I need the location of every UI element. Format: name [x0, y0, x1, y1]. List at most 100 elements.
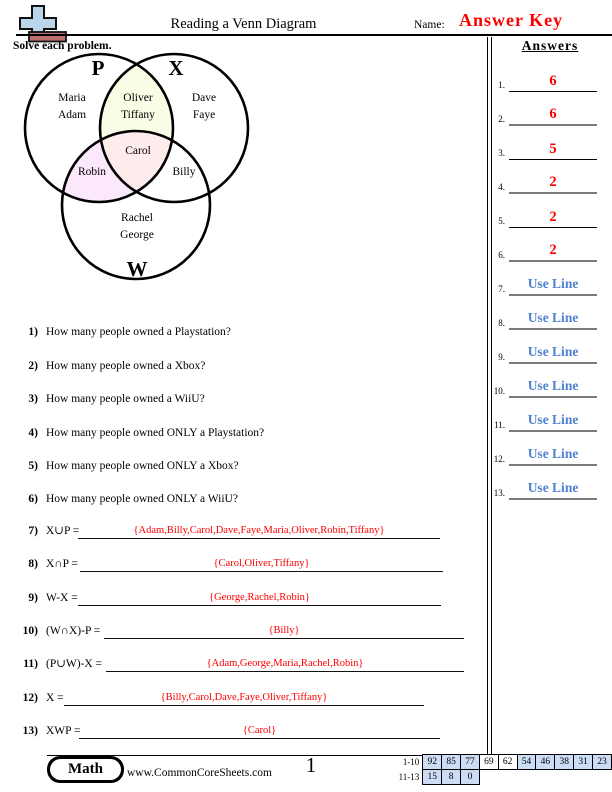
question-number: 8): [28, 558, 38, 570]
set-label-p: P: [92, 56, 105, 80]
answer-line: 2: [509, 172, 597, 194]
score-row-2: 11-13 15 8 0: [396, 769, 612, 785]
name-pw: Robin: [78, 166, 106, 178]
name-w-only-2: George: [120, 229, 154, 241]
answer-blank: {Adam,Billy,Carol,Dave,Faye,Maria,Oliver…: [78, 524, 440, 539]
answer-number: 12.: [493, 454, 505, 464]
score-cell: 85: [441, 754, 462, 770]
plus-minus-logo-icon: [19, 5, 67, 43]
answer-line: 6: [509, 104, 597, 126]
instruction-text: Solve each problem.: [13, 40, 112, 52]
score-cell: 8: [441, 769, 462, 785]
header-divider: [16, 34, 612, 36]
venn-shaded-regions: [62, 54, 173, 202]
set-expression: X∩P =: [46, 558, 78, 570]
question-row-5: 5) How many people owned ONLY a Xbox?: [0, 460, 480, 476]
set-question-row-7: 7) X∪P = {Adam,Billy,Carol,Dave,Faye,Mar…: [0, 520, 487, 539]
question-number: 9): [28, 592, 38, 604]
set-expression: X =: [46, 692, 64, 704]
set-expression: X∪P =: [46, 525, 80, 537]
score-cell: 54: [516, 754, 537, 770]
question-row-6: 6) How many people owned ONLY a WiiU?: [0, 493, 480, 509]
score-cell: 77: [460, 754, 480, 770]
question-number: 12): [22, 692, 38, 704]
answer-number: 13.: [493, 488, 505, 498]
circle-w: [60, 129, 212, 281]
answer-blank: {Billy}: [104, 624, 464, 639]
set-question-row-9: 9) W-X = {George,Rachel,Robin}: [0, 587, 487, 606]
question-number: 2): [28, 360, 38, 372]
answer-row-4: 4. 2: [490, 172, 606, 194]
score-cell: 38: [554, 754, 575, 770]
score-row-label: 11-13: [398, 772, 420, 782]
name-xw: Billy: [172, 166, 195, 178]
question-number: 5): [28, 460, 38, 472]
answer-line: Use Line: [509, 444, 597, 466]
answers-heading: Answers: [521, 38, 579, 53]
answer-row-1: 1. 6: [490, 70, 606, 92]
question-text: How many people owned a Playstation?: [46, 326, 231, 338]
set-expression: XWP =: [46, 725, 81, 737]
answers-column-divider: [487, 37, 492, 755]
set-expression: W-X =: [46, 592, 78, 604]
subject-badge-label: Math: [50, 759, 121, 780]
answer-line: 6: [509, 71, 597, 92]
question-number: 7): [28, 525, 38, 537]
answer-row-8: 8. Use Line: [490, 308, 606, 330]
answer-number: 10.: [493, 386, 505, 396]
answer-number: 3.: [498, 148, 505, 158]
answer-row-11: 11. Use Line: [490, 410, 606, 432]
name-w-only-1: Rachel: [121, 212, 153, 224]
answer-value: Use Line: [527, 276, 579, 291]
score-cell: 92: [422, 754, 443, 770]
answer-value: 2: [549, 174, 557, 190]
answer-value: 6: [549, 106, 557, 122]
question-number: 1): [28, 326, 38, 338]
score-cell: 0: [460, 769, 480, 785]
question-number: 13): [22, 725, 38, 737]
set-question-row-12: 12) X = {Billy,Carol,Dave,Faye,Oliver,Ti…: [0, 687, 487, 706]
set-question-row-8: 8) X∩P = {Carol,Oliver,Tiffany}: [0, 553, 487, 572]
answer-line: Use Line: [509, 410, 597, 432]
question-row-4: 4) How many people owned ONLY a Playstat…: [0, 427, 480, 443]
page-title: Reading a Venn Diagram: [170, 16, 317, 32]
question-row-1: 1) How many people owned a Playstation?: [0, 326, 480, 342]
answer-blank: {Carol}: [79, 724, 440, 739]
answer-number: 8.: [498, 318, 505, 328]
answer-line: Use Line: [509, 478, 597, 500]
name-px-2: Tiffany: [121, 109, 155, 121]
name-center: Carol: [125, 145, 151, 157]
question-text: How many people owned ONLY a Playstation…: [46, 427, 265, 439]
answer-row-13: 13. Use Line: [490, 478, 606, 500]
answer-row-5: 5. 2: [490, 206, 606, 228]
answer-row-2: 2. 6: [490, 104, 606, 126]
question-text: How many people owned a Xbox?: [46, 360, 206, 372]
name-x-only-2: Faye: [193, 109, 215, 121]
question-text: How many people owned ONLY a WiiU?: [46, 493, 238, 505]
answer-row-9: 9. Use Line: [490, 342, 606, 364]
grading-score-table: 1-10 92 85 77 69 62 54 46 38 31 23 11-13…: [396, 754, 612, 785]
answer-line: 2: [509, 240, 597, 262]
answer-number: 4.: [498, 182, 505, 192]
question-number: 3): [28, 393, 38, 405]
answer-row-3: 3. 5: [490, 138, 606, 160]
answer-line: Use Line: [509, 342, 597, 364]
answer-number: 5.: [498, 216, 505, 226]
score-cell: 23: [592, 754, 612, 770]
score-cell: 46: [535, 754, 556, 770]
answer-row-6: 6. 2: [490, 240, 606, 262]
answer-value: Use Line: [527, 412, 579, 427]
score-row-label: 1-10: [402, 757, 420, 767]
circle-x: [98, 52, 250, 204]
answer-row-7: 7. Use Line: [490, 274, 606, 296]
set-label-x: X: [168, 56, 183, 80]
set-question-row-10: 10) (W∩X)-P = {Billy}: [0, 620, 487, 639]
score-row-1: 1-10 92 85 77 69 62 54 46 38 31 23: [396, 754, 612, 770]
answer-line: Use Line: [509, 308, 597, 330]
answer-value: 6: [549, 73, 557, 89]
set-question-row-13: 13) XWP = {Carol}: [0, 720, 487, 739]
region-p-intersect-w: [62, 131, 173, 202]
question-number: 11): [23, 658, 38, 670]
name-label: Name:: [414, 19, 445, 31]
